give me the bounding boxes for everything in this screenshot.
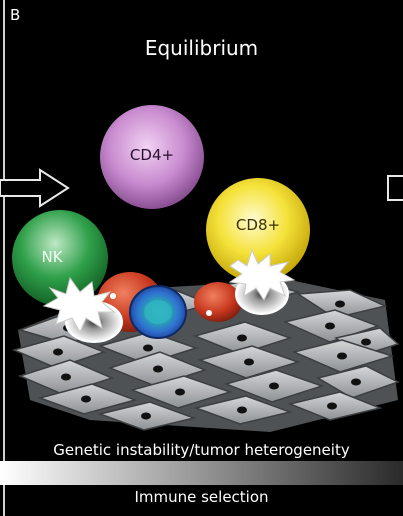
panel-letter: B xyxy=(10,6,21,24)
left-arrow-icon xyxy=(0,168,70,208)
cd8-t-cell xyxy=(206,178,310,282)
cd8-label: CD8+ xyxy=(235,216,281,234)
nk-cell xyxy=(12,210,108,306)
nk-label: NK xyxy=(41,248,63,266)
cd4-label: CD4+ xyxy=(129,146,175,164)
caption-immune-selection: Immune selection xyxy=(134,488,269,506)
selection-gradient-bar xyxy=(0,461,403,485)
cd4-t-cell xyxy=(100,105,204,209)
cd8-lysis-burst-icon xyxy=(228,248,296,301)
nk-lysis-burst-icon xyxy=(42,276,116,334)
right-arrow-icon xyxy=(387,175,403,201)
diagram-title: Equilibrium xyxy=(144,36,259,60)
caption-heterogeneity: Genetic instability/tumor heterogeneity xyxy=(53,441,350,459)
